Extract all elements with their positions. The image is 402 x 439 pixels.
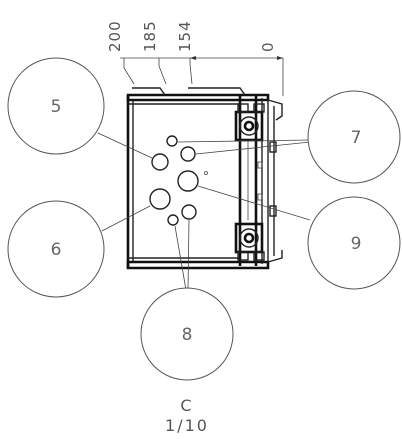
machine-body	[126, 87, 283, 270]
callout-8: 8	[140, 287, 234, 381]
callout-7: 7	[307, 90, 401, 184]
dimension-lines	[120, 56, 284, 96]
leader-lines	[97, 132, 311, 291]
dimension-label-154: 154	[176, 20, 194, 52]
callout-9-label: 9	[351, 234, 362, 254]
port-medium-left	[151, 153, 169, 171]
port-large-left	[149, 188, 171, 210]
port-small-bottom-left	[167, 214, 179, 226]
view-scale: 1/10	[165, 416, 209, 435]
dimension-label-0: 0	[259, 41, 277, 52]
port-large-center	[177, 170, 199, 192]
port-small-top	[166, 135, 178, 147]
callout-8-label: 8	[182, 325, 193, 345]
callout-7-label: 7	[351, 128, 362, 148]
ports	[149, 135, 208, 226]
callout-6: 6	[7, 200, 105, 298]
dimension-label-200: 200	[106, 20, 124, 52]
view-name: C	[180, 396, 193, 415]
callout-5-label: 5	[51, 97, 62, 117]
callout-9: 9	[307, 196, 401, 290]
port-medium-right	[180, 146, 196, 162]
dimension-label-185: 185	[141, 20, 159, 52]
port-medium-bottom	[181, 204, 197, 220]
callout-5: 5	[7, 57, 105, 155]
callout-6-label: 6	[51, 240, 62, 260]
